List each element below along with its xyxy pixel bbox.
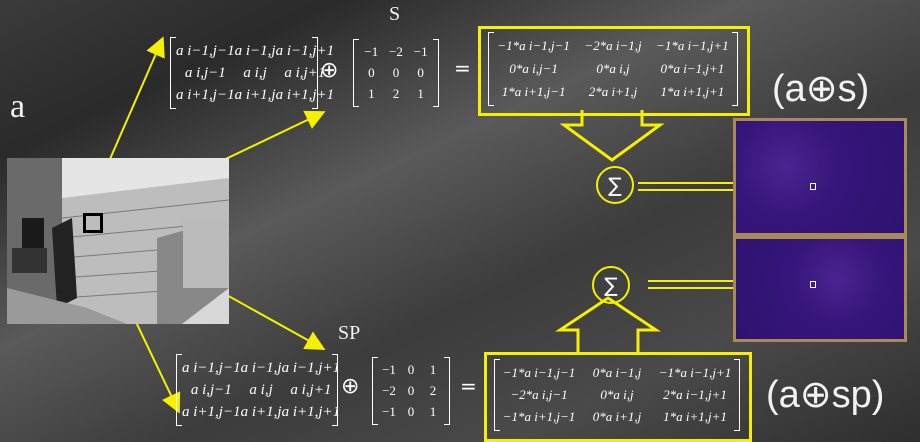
result-cell: −1*a i−1,j−1 xyxy=(497,38,570,54)
kernel-cell: 2 xyxy=(392,85,400,101)
output-pixel xyxy=(810,183,816,190)
kernel-cell: −1 xyxy=(382,362,396,378)
kernel-cell: 1 xyxy=(429,362,437,378)
kernel-cell: 0 xyxy=(392,64,400,80)
matrix-cell: a i+1,j+1 xyxy=(281,403,341,420)
matrix-a-bottom: a i−1,j−1 a i−1,j a i−1,j+1 a i,j−1 a i,… xyxy=(176,354,340,426)
selection-window xyxy=(83,213,103,233)
matrix-cell: a i−1,j+1 xyxy=(281,359,341,376)
matrix-cell: a i,j−1 xyxy=(190,381,232,398)
matrix-cell: a i+1,j−1 xyxy=(176,86,235,103)
result-cell: 1*a i+1,j+1 xyxy=(660,83,725,99)
matrix-cell: a i+1,j−1 xyxy=(182,403,241,420)
matrix-cell: a i−1,j xyxy=(234,42,276,59)
kernel-cell: −1 xyxy=(413,44,428,60)
equals-symbol: = xyxy=(454,56,471,80)
matrix-cell: a i−1,j−1 xyxy=(176,42,235,59)
output-image-sp xyxy=(733,236,907,342)
matrix-cell: a i,j+1 xyxy=(290,381,332,398)
label-sp: SP xyxy=(338,322,361,344)
kernel-cell: 1 xyxy=(429,403,437,419)
label-result-s: (a⊕s) xyxy=(772,68,870,110)
kernel-sp: −1 0 1 −2 0 2 −1 0 1 xyxy=(372,357,450,425)
sum-icon-bottom: ∑ xyxy=(592,266,630,304)
result-cell: 0*a i+1,j xyxy=(592,409,642,424)
oplus-symbol: ⊕ xyxy=(341,374,360,399)
kernel-cell: −2 xyxy=(382,382,396,398)
result-cell: 0*a i,j−1 xyxy=(509,60,558,76)
result-sp-matrix: −1*a i−1,j−1 0*a i−1,j −1*a i−1,j+1 −2*a… xyxy=(494,359,740,431)
label-result-sp: (a⊕sp) xyxy=(766,374,885,416)
output-image-s xyxy=(733,118,907,236)
kernel-cell: 0 xyxy=(417,64,424,80)
result-cell: 2*a i+1,j xyxy=(588,83,638,99)
oplus-symbol: ⊕ xyxy=(320,58,339,83)
sum-icon-top: ∑ xyxy=(596,166,634,204)
matrix-cell: a i+1,j xyxy=(234,86,276,103)
matrix-cell: a i,j xyxy=(243,64,267,81)
result-cell: 2*a i−1,j+1 xyxy=(663,387,727,402)
result-cell: 1*a i+1,j−1 xyxy=(501,83,566,99)
result-cell: 1*a i+1,j+1 xyxy=(663,409,727,424)
label-a: a xyxy=(10,88,26,125)
matrix-cell: a i+1,j+1 xyxy=(275,86,335,103)
kernel-s: −1 −2 −1 0 0 0 1 2 1 xyxy=(353,39,439,107)
kernel-cell: 1 xyxy=(368,85,375,101)
kernel-cell: −2 xyxy=(389,44,403,60)
up-arrow-sp xyxy=(555,296,661,352)
label-s: S xyxy=(389,3,401,25)
result-cell: 0*a i−1,j+1 xyxy=(660,60,725,76)
result-cell: −1*a i−1,j−1 xyxy=(502,365,576,380)
down-arrow-s xyxy=(559,110,665,162)
result-s-matrix: −1*a i−1,j−1 −2*a i−1,j −1*a i−1,j+1 0*a… xyxy=(488,32,738,106)
result-cell: −2*a i,j−1 xyxy=(510,387,568,402)
kernel-cell: 2 xyxy=(429,382,437,398)
result-s-box xyxy=(478,26,750,116)
matrix-cell: a i,j xyxy=(249,381,273,398)
kernel-cell: 0 xyxy=(407,403,415,419)
result-sp-box xyxy=(484,352,752,442)
matrix-cell: a i+1,j xyxy=(240,403,282,420)
result-cell: 0*a i−1,j xyxy=(592,365,642,380)
kernel-cell: 0 xyxy=(407,362,415,378)
result-cell: −2*a i−1,j xyxy=(584,38,642,54)
equals-symbol: = xyxy=(460,374,477,398)
matrix-cell: a i−1,j+1 xyxy=(275,42,335,59)
output-pixel xyxy=(810,281,816,288)
matrix-cell: a i−1,j−1 xyxy=(182,359,241,376)
result-cell: −1*a i+1,j−1 xyxy=(502,409,576,424)
kernel-cell: −1 xyxy=(382,403,396,419)
kernel-cell: 0 xyxy=(368,64,375,80)
kernel-cell: 0 xyxy=(407,382,415,398)
matrix-cell: a i−1,j xyxy=(240,359,282,376)
result-cell: −1*a i−1,j+1 xyxy=(656,38,729,54)
matrix-cell: a i,j−1 xyxy=(184,64,226,81)
brick-wall-image xyxy=(7,158,229,324)
kernel-cell: 1 xyxy=(417,85,424,101)
kernel-cell: −1 xyxy=(364,44,379,60)
result-cell: −1*a i−1,j+1 xyxy=(658,365,732,380)
result-cell: 0*a i,j xyxy=(596,60,630,76)
result-cell: 0*a i,j xyxy=(600,387,634,402)
matrix-a-top: a i−1,j−1 a i−1,j a i−1,j+1 a i,j−1 a i,… xyxy=(170,37,334,109)
